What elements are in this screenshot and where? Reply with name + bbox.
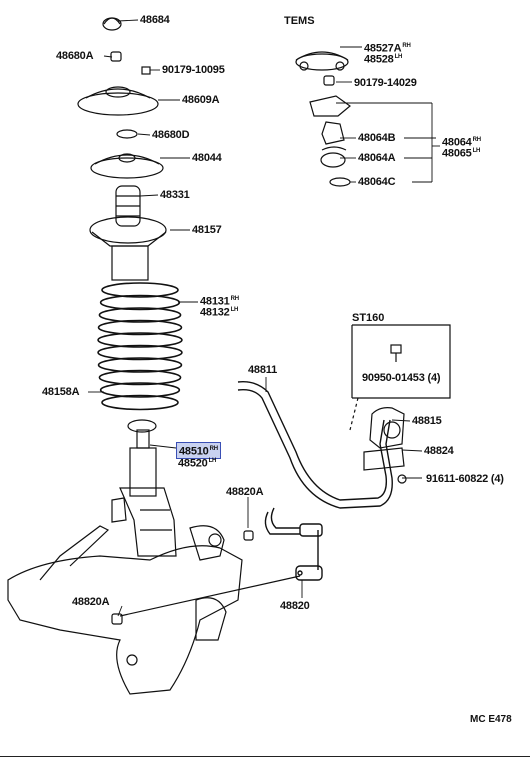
tems-parts xyxy=(295,51,351,187)
spring-coil xyxy=(98,307,182,323)
bump-stop xyxy=(115,185,141,227)
part-48528[interactable]: 48528LH xyxy=(364,51,402,66)
part-number: 48510 xyxy=(179,445,209,458)
part-number: 48815 xyxy=(412,415,442,427)
spring-coil xyxy=(97,344,183,361)
part-48684[interactable]: 48684 xyxy=(140,14,170,26)
part-number: 48820A xyxy=(226,486,264,498)
part-48811[interactable]: 48811 xyxy=(248,364,277,376)
part-48510-highlighted[interactable]: 48510RH xyxy=(176,442,221,459)
side-lh: LH xyxy=(230,307,239,313)
part-48158A[interactable]: 48158A xyxy=(42,386,80,398)
part-number: 48820A xyxy=(72,596,110,608)
part-48520[interactable]: 48520LH xyxy=(178,455,216,470)
part-number: 48064C xyxy=(358,176,396,188)
nuts xyxy=(111,474,407,625)
part-48064[interactable]: 48064RH xyxy=(442,134,481,149)
part-number: 90950-01453 (4) xyxy=(362,372,441,384)
side-lh: LH xyxy=(394,54,403,60)
part-48064B[interactable]: 48064B xyxy=(358,132,396,144)
leader-lines xyxy=(88,19,440,617)
bottom-rule xyxy=(0,756,530,757)
spring-coil xyxy=(99,294,181,311)
spring-coil xyxy=(97,357,183,373)
side-lh: LH xyxy=(472,148,481,154)
part-48131[interactable]: 48131RH xyxy=(200,293,239,308)
part-number: 48132 xyxy=(200,306,230,319)
part-48820A-lower[interactable]: 48820A xyxy=(72,596,110,608)
part-number: 48064B xyxy=(358,132,396,144)
part-48157[interactable]: 48157 xyxy=(192,224,222,236)
part-number: 91611-60822 (4) xyxy=(426,473,504,485)
part-number: 48820 xyxy=(280,600,310,612)
part-48065[interactable]: 48065LH xyxy=(442,145,480,160)
part-48609A[interactable]: 48609A xyxy=(182,94,220,106)
bushing-bracket xyxy=(363,407,405,471)
part-48064A[interactable]: 48064A xyxy=(358,152,396,164)
part-48064C[interactable]: 48064C xyxy=(358,176,396,188)
part-48132[interactable]: 48132LH xyxy=(200,304,238,319)
part-90179-10095[interactable]: 90179-10095 xyxy=(162,64,225,76)
side-lh: LH xyxy=(208,458,217,464)
suspension-arm xyxy=(7,525,301,695)
side-rh: RH xyxy=(230,296,239,302)
part-number: 48527A xyxy=(364,42,402,55)
side-rh: RH xyxy=(402,43,411,49)
part-48680A[interactable]: 48680A xyxy=(56,50,94,62)
spring-coil xyxy=(101,394,179,411)
upper-mount-parts xyxy=(77,17,164,179)
part-48331[interactable]: 48331 xyxy=(160,189,190,201)
part-number: 48824 xyxy=(424,445,454,457)
side-rh: RH xyxy=(209,446,218,452)
part-number: 48065 xyxy=(442,147,472,160)
part-number: 48680D xyxy=(152,129,190,141)
part-number: 48064 xyxy=(442,136,472,149)
spring-coil xyxy=(97,332,183,348)
part-number: 90179-10095 xyxy=(162,64,225,76)
part-48044[interactable]: 48044 xyxy=(192,152,222,164)
part-number: 48528 xyxy=(364,53,394,66)
part-number: 48680A xyxy=(56,50,94,62)
part-number: 48064A xyxy=(358,152,396,164)
strut-body xyxy=(111,419,177,557)
part-number: 48331 xyxy=(160,189,190,201)
part-number: 48609A xyxy=(182,94,220,106)
part-48820[interactable]: 48820 xyxy=(280,600,310,612)
stabilizer-bar xyxy=(237,381,393,581)
part-48815[interactable]: 48815 xyxy=(412,415,442,427)
part-number: 48684 xyxy=(140,14,170,26)
spring-seat xyxy=(89,216,167,281)
part-48820A-upper[interactable]: 48820A xyxy=(226,486,264,498)
group-title-st160: ST160 xyxy=(352,312,385,324)
group-title-tems: TEMS xyxy=(284,15,315,27)
diagram-code: MC E478 xyxy=(470,714,512,725)
part-number: 48520 xyxy=(178,457,208,470)
st160-box xyxy=(349,324,451,431)
part-number: 48158A xyxy=(42,386,80,398)
spring-coil xyxy=(98,369,182,386)
part-48527A[interactable]: 48527ARH xyxy=(364,40,411,55)
spring-coil xyxy=(101,282,179,298)
part-90950-01453[interactable]: 90950-01453 (4) xyxy=(362,372,441,384)
part-90179-14029[interactable]: 90179-14029 xyxy=(354,77,417,89)
part-number: 90179-14029 xyxy=(354,77,417,89)
part-number: 48811 xyxy=(248,364,277,376)
part-number: 48157 xyxy=(192,224,222,236)
part-number: 48044 xyxy=(192,152,222,164)
part-48824[interactable]: 48824 xyxy=(424,445,454,457)
coil-spring xyxy=(97,282,183,411)
part-91611-60822[interactable]: 91611-60822 (4) xyxy=(426,473,504,485)
spring-coil xyxy=(99,382,181,398)
side-rh: RH xyxy=(472,137,481,143)
spring-coil xyxy=(97,319,183,336)
part-number: 48131 xyxy=(200,295,230,308)
part-48680D[interactable]: 48680D xyxy=(152,129,190,141)
